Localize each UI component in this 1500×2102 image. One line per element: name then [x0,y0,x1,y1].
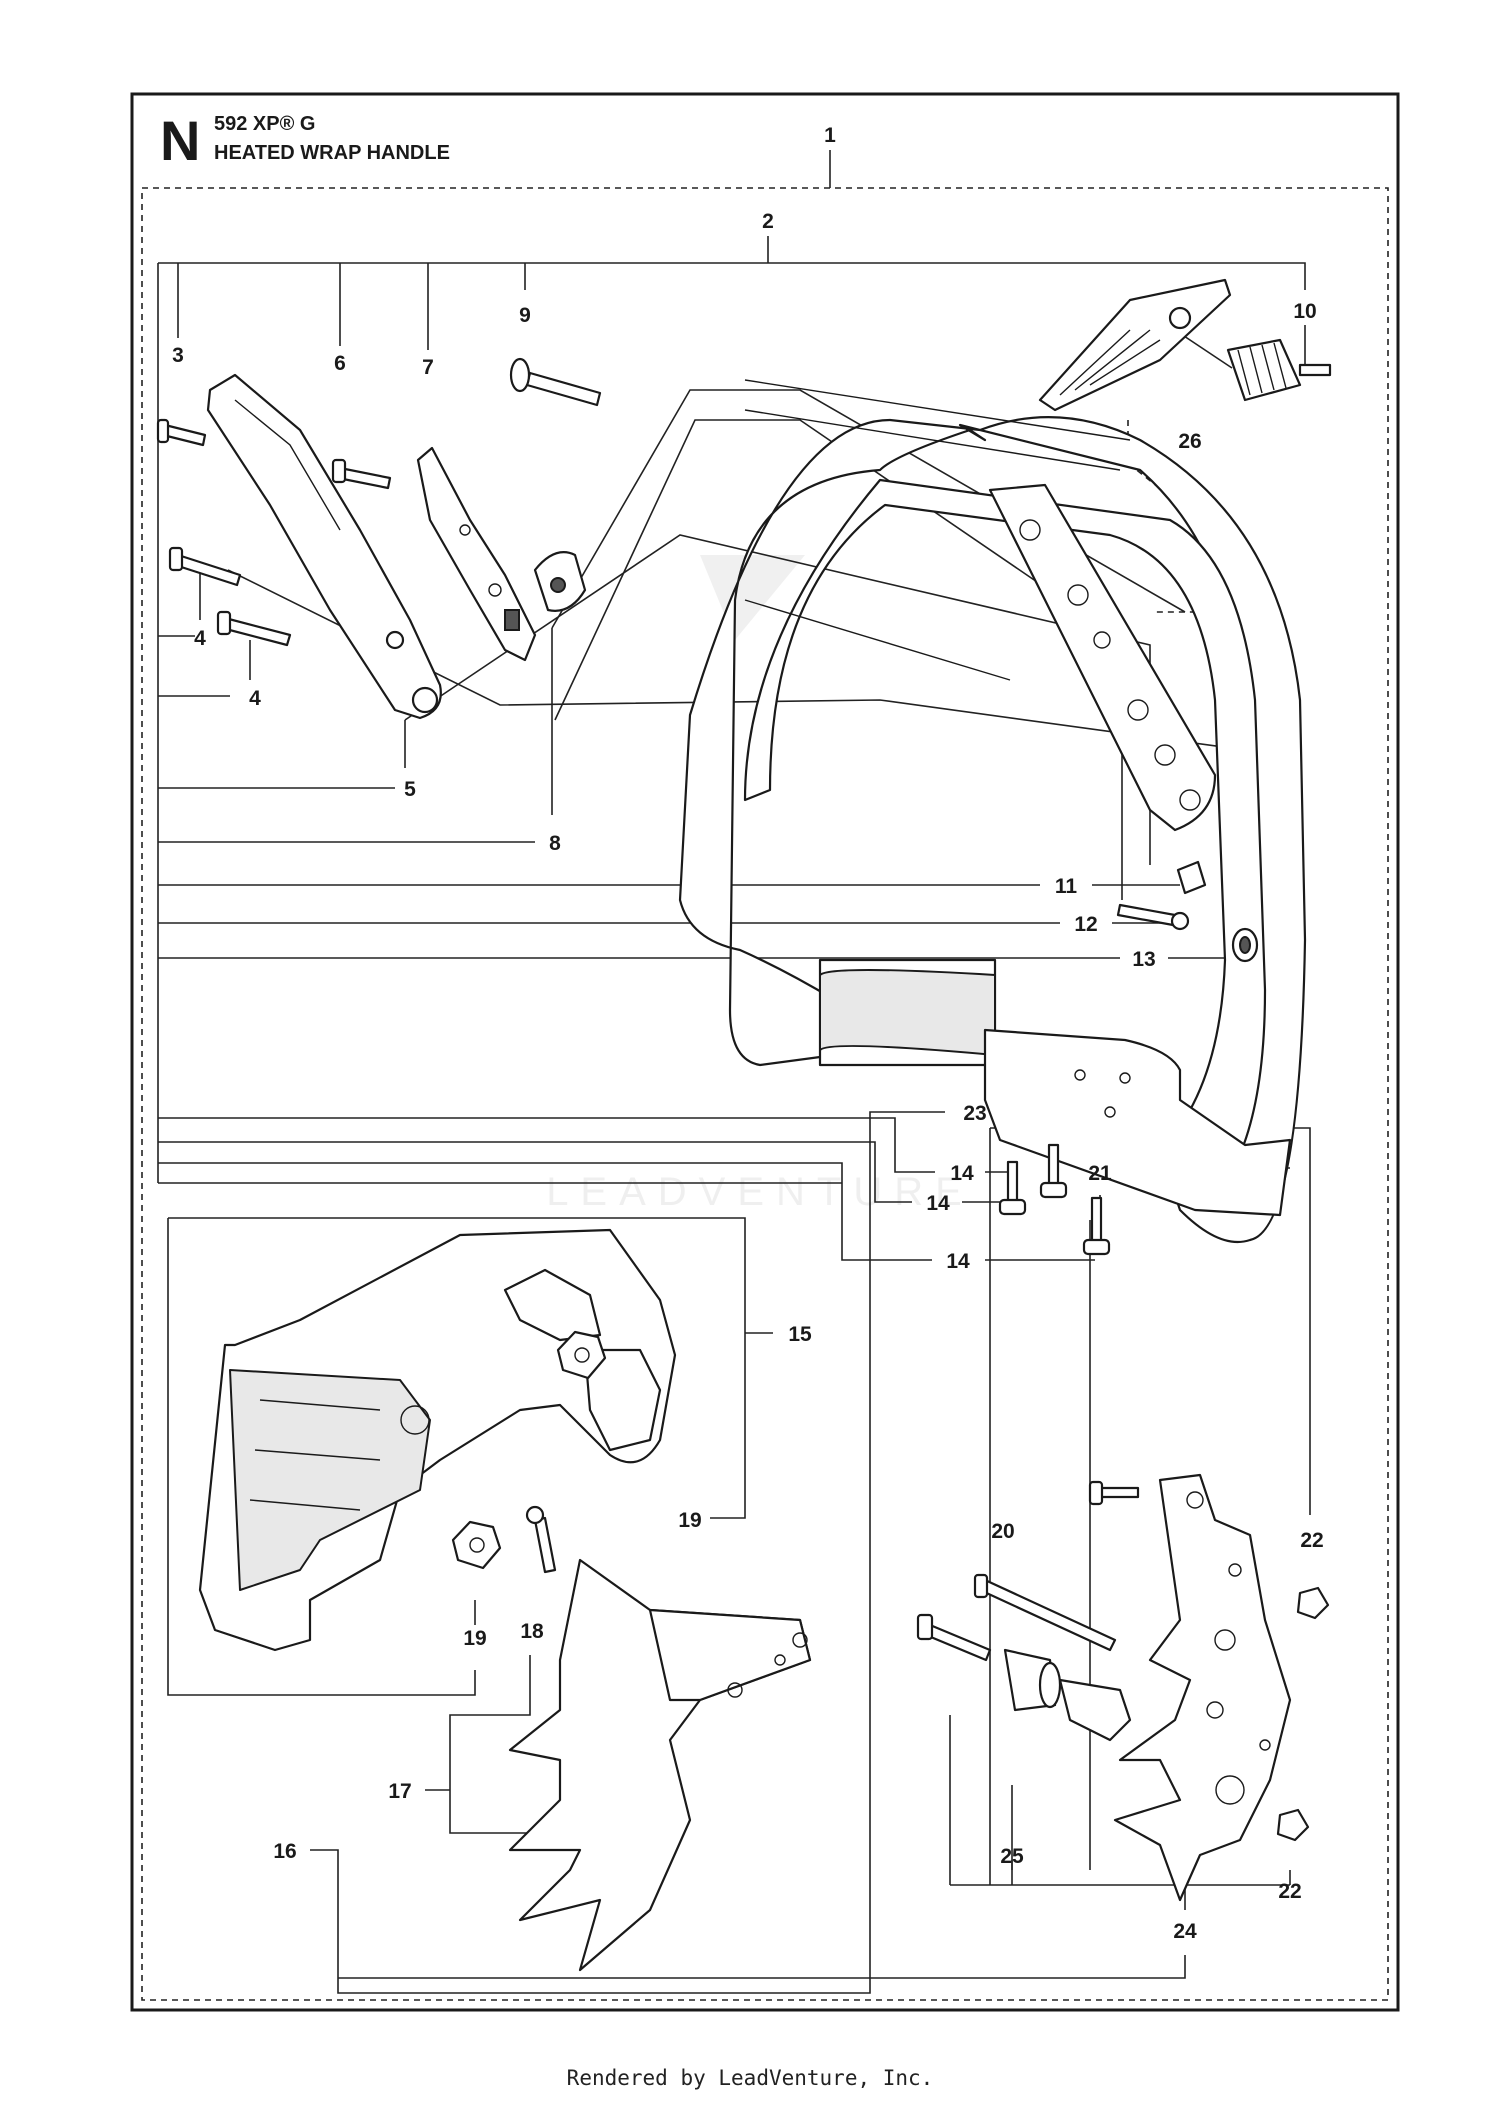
part-25-spacer [1003,1648,1132,1742]
callout-14-c: 14 [946,1250,970,1273]
callout-23: 23 [963,1102,986,1125]
callout-22-lower: 22 [1278,1880,1301,1903]
callout-18: 18 [520,1620,544,1643]
callout-19-left: 19 [463,1627,486,1650]
callout-9: 9 [519,304,531,327]
callout-14-a: 14 [950,1162,974,1185]
callout-5: 5 [404,778,416,801]
part-22-nuts [1276,1586,1330,1842]
part-10-spring [1226,338,1332,402]
part-9-screw [509,357,602,407]
section-letter: N [160,109,200,172]
part-20-screws [916,1573,1117,1662]
callout-17: 17 [388,1780,411,1803]
callout-3: 3 [172,344,184,367]
callout-8: 8 [549,832,561,855]
callout-2: 2 [762,210,774,233]
model-name: 592 XP® G [214,113,315,135]
callout-15: 15 [788,1323,812,1346]
part-5-handle-bracket [206,373,442,720]
callout-11: 11 [1055,875,1078,898]
callout-16: 16 [273,1840,296,1863]
footer-credit: Rendered by LeadVenture, Inc. [566,2066,934,2090]
callout-numbers: 1 2 3 4 4 5 6 7 8 9 10 11 12 13 14 14 14… [172,124,1324,1943]
callout-4-upper: 4 [194,627,206,650]
callout-13: 13 [1132,948,1155,971]
part-18-screw [525,1505,557,1574]
callout-6: 6 [334,352,346,375]
part-12-screw [1116,903,1190,931]
part-7-switch [416,446,537,662]
callout-1: 1 [824,124,836,147]
part-19-nuts [451,1330,607,1570]
part-4-screws [168,546,292,647]
part-13-grommet [1231,927,1259,963]
diagram-title: HEATED WRAP HANDLE [214,142,450,164]
callout-20: 20 [991,1520,1014,1543]
part-17-spike-bumper [508,1558,812,1972]
watermark-text: LEADVENTURE [546,1170,974,1214]
callout-21: 21 [1088,1162,1112,1185]
callout-26: 26 [1178,430,1201,453]
callout-19-right: 19 [678,1509,701,1532]
part-26-clip [1038,278,1232,412]
part-11-nut [1176,860,1207,895]
callout-25: 25 [1000,1845,1024,1868]
part-6-screw [331,458,392,490]
part-14-screws [998,1143,1111,1256]
callout-24: 24 [1173,1920,1197,1943]
part-15-chain-brake [198,1228,677,1652]
callout-10: 10 [1293,300,1316,323]
part-8-connector [533,551,587,612]
part-3-screw [156,418,207,447]
callout-12: 12 [1074,913,1097,936]
callout-7: 7 [422,356,434,379]
part-21-screw [1088,1480,1140,1506]
callout-22-upper: 22 [1300,1529,1323,1552]
callout-14-b: 14 [926,1192,950,1215]
part-24-bumper-kit [1113,1473,1292,1902]
front-handle [678,379,1307,1244]
callout-4-lower: 4 [249,687,261,710]
diagram-frame [130,92,1400,2012]
